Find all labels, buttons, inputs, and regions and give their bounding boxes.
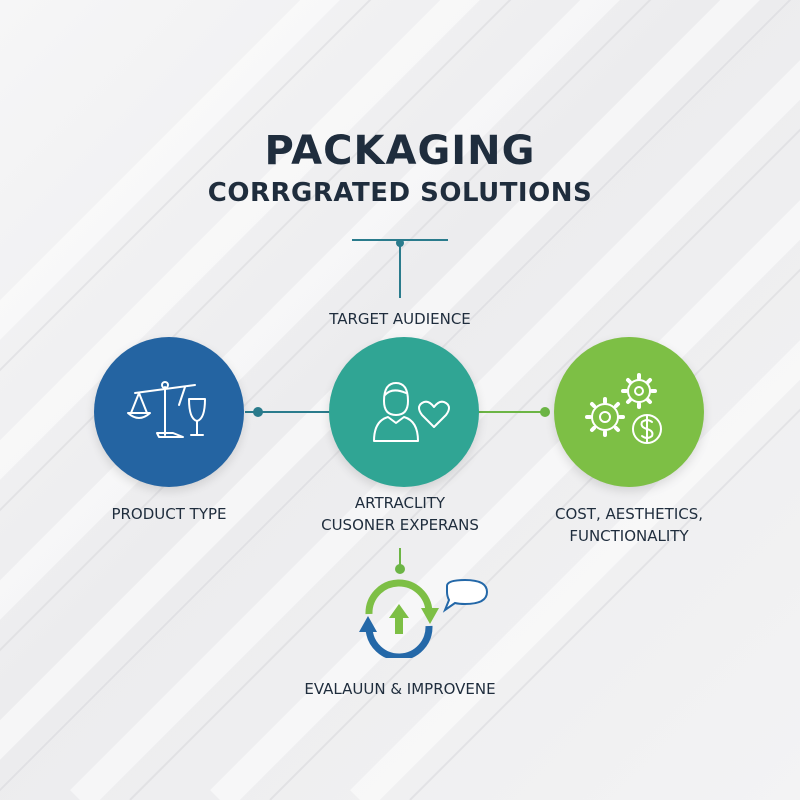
cost-aesthetics-label-line2: FUNCTIONALITY: [569, 527, 689, 545]
top-dot: [396, 239, 404, 247]
speech-bubble: [442, 578, 489, 613]
product-type-circle: [94, 337, 244, 487]
green-cycle-arrow: [365, 579, 433, 615]
page-subtitle: CORRGRATED SOLUTIONS: [207, 178, 593, 208]
left-dot: [253, 407, 263, 417]
up-arrow: [389, 604, 409, 634]
customer-experience-label-line2: CUSONER EXPERANS: [321, 516, 479, 534]
person-heart-icon: [373, 382, 450, 442]
customer-experience-label: ARTRACLITY CUSONER EXPERANS: [300, 492, 500, 536]
target-audience-label: TARGET AUDIENCE: [329, 310, 471, 328]
cost-aesthetics-label-line1: COST, AESTHETICS,: [554, 505, 704, 523]
blue-arrowhead: [359, 616, 377, 632]
green-arrowhead: [421, 608, 439, 624]
scales-wineglass-icon: [127, 381, 206, 438]
cycle-arrow-speech-icon: [359, 578, 489, 658]
page-title: PACKAGING: [264, 128, 536, 174]
customer-experience-circle: [329, 337, 479, 487]
cost-aesthetics-circle: [554, 337, 704, 487]
right-dot: [540, 407, 550, 417]
product-type-label: PRODUCT TYPE: [111, 505, 227, 523]
bottom-dot: [395, 564, 405, 574]
gears-dollar-icon: [585, 373, 662, 444]
cost-aesthetics-label: COST, AESTHETICS, FUNCTIONALITY: [544, 503, 714, 547]
evaluation-label: EVALAUUN & IMPROVENE: [304, 680, 496, 698]
customer-experience-label-line1: ARTRACLITY: [354, 494, 446, 512]
blue-cycle-arrow: [365, 625, 433, 658]
